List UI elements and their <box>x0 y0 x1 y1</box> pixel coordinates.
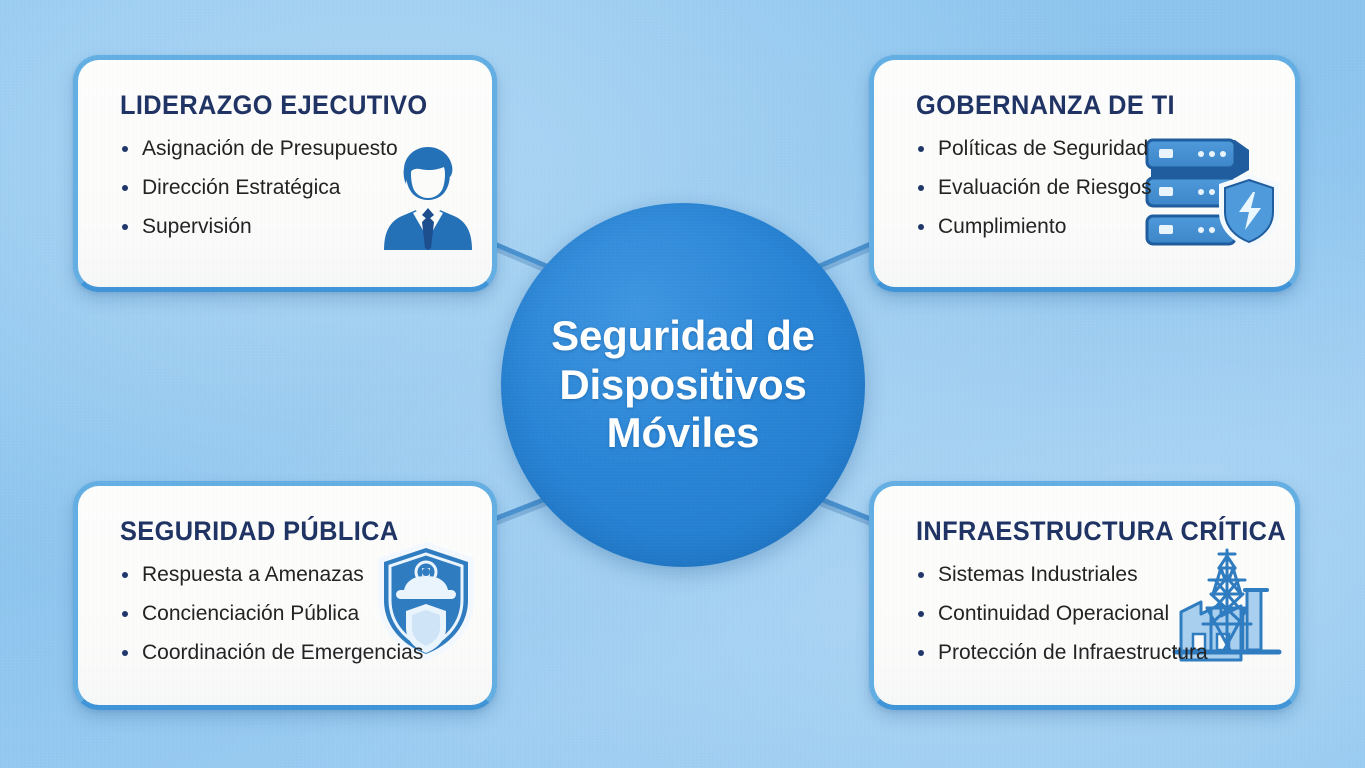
card-title-it-governance: GOBERNANZA DE TI <box>916 90 1175 120</box>
card-list-public-safety: Respuesta a Amenazas Concienciación Públ… <box>120 555 468 672</box>
list-item: Supervisión <box>120 207 468 246</box>
list-item: Asignación de Presupuesto <box>120 129 468 168</box>
card-title-executive-leadership: LIDERAZGO EJECUTIVO <box>120 90 428 120</box>
connector-shadow-4 <box>813 500 875 527</box>
list-item: Evaluación de Riesgos <box>916 168 1271 207</box>
card-content: INFRAESTRUCTURA CRÍTICA Sistemas Industr… <box>874 486 1295 705</box>
connector-public-safety-to-hub <box>489 494 554 523</box>
list-item: Dirección Estratégica <box>120 168 468 207</box>
card-list-it-governance: Políticas de Seguridad Evaluación de Rie… <box>916 129 1271 246</box>
card-title-public-safety: SEGURIDAD PÚBLICA <box>120 516 399 546</box>
list-item: Continuidad Operacional <box>916 594 1271 633</box>
connector-shadow-2 <box>813 246 875 275</box>
list-item: Coordinación de Emergencias <box>120 633 468 672</box>
card-content: GOBERNANZA DE TI Políticas de Seguridad … <box>874 60 1295 287</box>
card-content: LIDERAZGO EJECUTIVO Asignación de Presup… <box>78 60 492 287</box>
connector-infrastructure-to-hub <box>812 494 876 523</box>
card-title-critical-infrastructure: INFRAESTRUCTURA CRÍTICA <box>916 516 1287 546</box>
list-item: Cumplimiento <box>916 207 1271 246</box>
connector-governance-to-hub <box>812 240 876 271</box>
central-hub-label: Seguridad de Dispositivos Móviles <box>551 311 815 457</box>
central-hub-circle[interactable]: Seguridad de Dispositivos Móviles <box>501 203 865 567</box>
card-list-executive-leadership: Asignación de Presupuesto Dirección Estr… <box>120 129 468 246</box>
card-executive-leadership[interactable]: LIDERAZGO EJECUTIVO Asignación de Presup… <box>73 55 497 292</box>
card-critical-infrastructure[interactable]: INFRAESTRUCTURA CRÍTICA Sistemas Industr… <box>869 481 1300 710</box>
list-item: Políticas de Seguridad <box>916 129 1271 168</box>
list-item: Protección de Infraestructura <box>916 633 1271 672</box>
card-list-critical-infrastructure: Sistemas Industriales Continuidad Operac… <box>916 555 1271 672</box>
list-item: Concienciación Pública <box>120 594 468 633</box>
connector-shadow-3 <box>490 500 553 527</box>
card-it-governance[interactable]: GOBERNANZA DE TI Políticas de Seguridad … <box>869 55 1300 292</box>
card-public-safety[interactable]: SEGURIDAD PÚBLICA Respuesta a Amenazas C… <box>73 481 497 710</box>
list-item: Sistemas Industriales <box>916 555 1271 594</box>
card-content: SEGURIDAD PÚBLICA Respuesta a Amenazas C… <box>78 486 492 705</box>
list-item: Respuesta a Amenazas <box>120 555 468 594</box>
connector-executive-to-hub <box>489 240 554 271</box>
